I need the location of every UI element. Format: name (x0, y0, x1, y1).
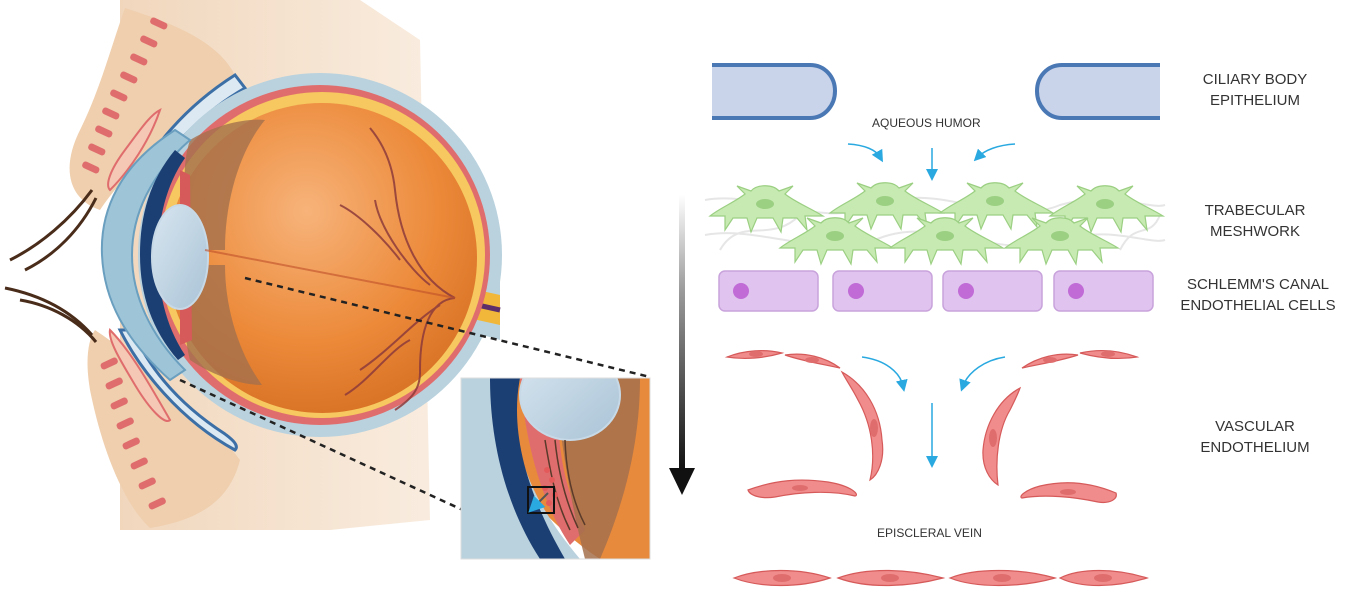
episcleral-vein-cells (734, 571, 1147, 586)
flow-direction-arrow (669, 195, 695, 495)
schlemms-canal-cells (719, 271, 1153, 311)
aqueous-flow-arrows (848, 144, 1015, 175)
schlemm-cell (833, 271, 932, 311)
lens (152, 205, 208, 309)
trabecular-cell (710, 186, 823, 232)
trabecular-meshwork-cells (710, 183, 1163, 264)
label-vascular-line1: VASCULAR (1170, 416, 1340, 437)
trabecular-cell (1005, 218, 1118, 264)
trabecular-cell (780, 218, 893, 264)
label-schlemm-line2: ENDOTHELIAL CELLS (1163, 295, 1353, 316)
label-episcleral-vein: EPISCLERAL VEIN (877, 526, 982, 540)
label-trabecular-line2: MESHWORK (1170, 221, 1340, 242)
ciliary-body-epithelium-layer (712, 65, 1160, 118)
label-aqueous-humor: AQUEOUS HUMOR (872, 116, 981, 130)
label-vascular-endothelium: VASCULAR ENDOTHELIUM (1170, 416, 1340, 458)
ciliary-epithelium-right (1037, 65, 1158, 118)
schlemm-cell (719, 271, 818, 311)
label-ciliary-line2: EPITHELIUM (1170, 90, 1340, 111)
trabecular-cell (890, 218, 1003, 264)
label-schlemms-canal: SCHLEMM'S CANAL ENDOTHELIAL CELLS (1163, 274, 1353, 316)
label-ciliary-body-epithelium: CILIARY BODY EPITHELIUM (1170, 69, 1340, 111)
vascular-cell (983, 388, 1020, 485)
label-trabecular-line1: TRABECULAR (1170, 200, 1340, 221)
schlemm-cell (943, 271, 1042, 311)
eyelashes (5, 190, 96, 342)
label-schlemm-line1: SCHLEMM'S CANAL (1163, 274, 1353, 295)
label-ciliary-line1: CILIARY BODY (1170, 69, 1340, 90)
angle-inset-zoom (461, 350, 650, 559)
schlemm-cell (1054, 271, 1153, 311)
ciliary-epithelium-left (714, 65, 835, 118)
label-vascular-line2: ENDOTHELIUM (1170, 437, 1340, 458)
label-trabecular-meshwork: TRABECULAR MESHWORK (1170, 200, 1340, 242)
